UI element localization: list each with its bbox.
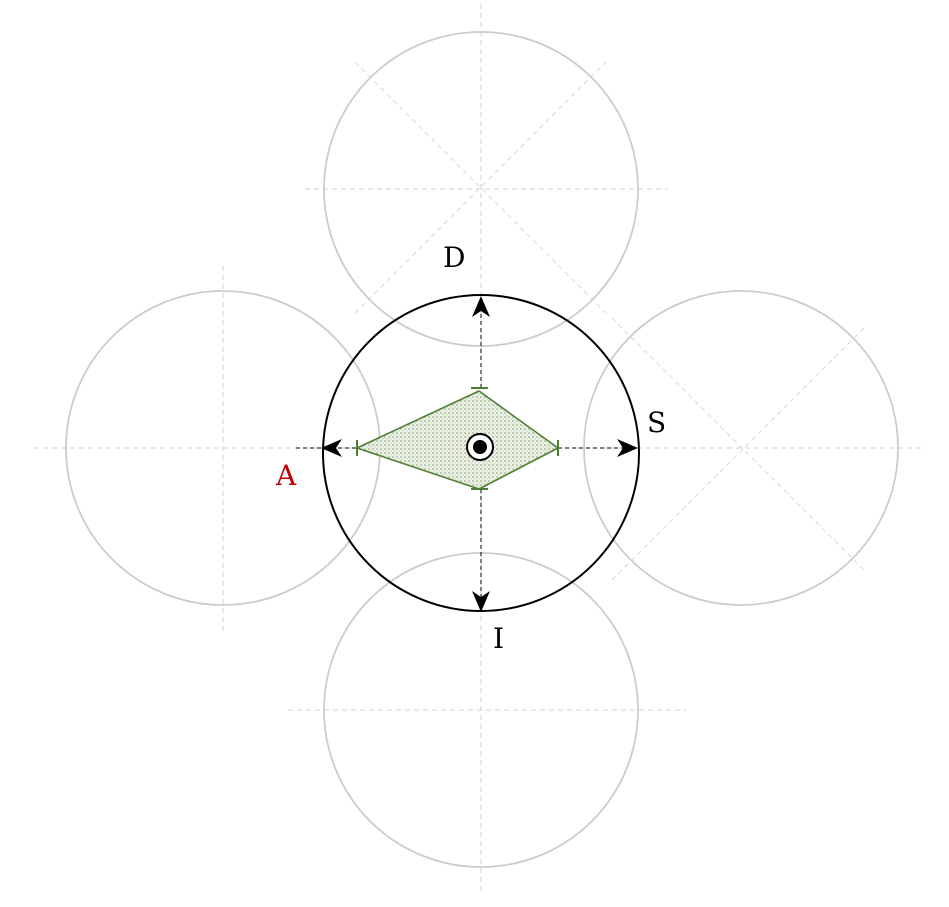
center-dot	[473, 440, 487, 454]
direction-labels: D S A I	[275, 241, 666, 655]
right-label: S	[647, 406, 666, 439]
right-arrow-icon	[617, 439, 638, 457]
bottom-label: I	[493, 622, 504, 655]
right-ghost-antidiagonal-guide	[611, 325, 867, 581]
up-arrow-icon	[472, 296, 490, 317]
axis-arrows	[294, 296, 638, 612]
left-arrow-icon	[321, 439, 342, 457]
right-ghost-diagonal-guide	[611, 317, 867, 573]
right-ghost-circle	[583, 290, 899, 606]
center-marker	[466, 433, 494, 461]
diamond-shape	[356, 390, 559, 490]
top-label: D	[443, 241, 465, 274]
diamond-shape-group	[356, 387, 559, 490]
down-arrow-icon	[472, 591, 490, 612]
left-label: A	[275, 459, 297, 492]
